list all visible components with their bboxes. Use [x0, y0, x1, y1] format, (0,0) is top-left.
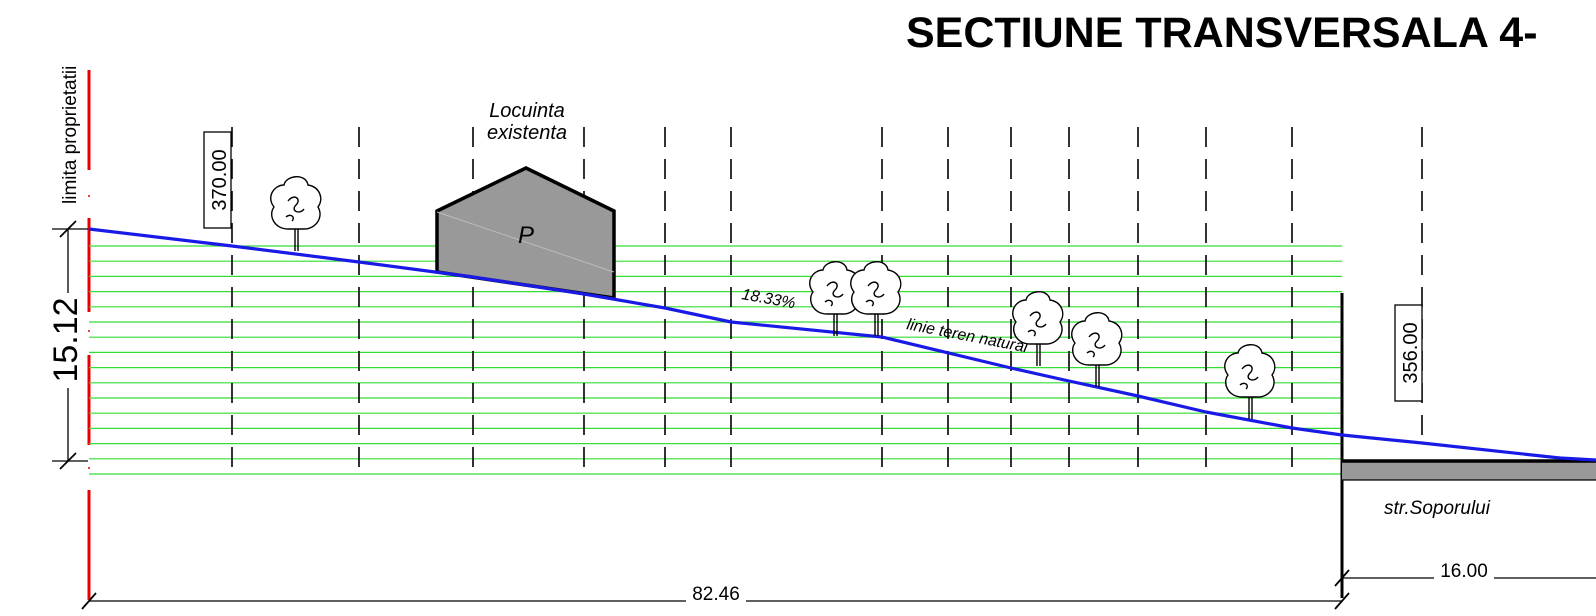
- ground-hatch: [89, 245, 1342, 475]
- elevation-box-left: [203, 131, 232, 229]
- elevation-box-right: [1394, 304, 1423, 402]
- elevation-right-value: 356.00: [1400, 322, 1422, 383]
- terrain-line: [88, 227, 1596, 462]
- road-dimension-value: 16.00: [1440, 561, 1488, 582]
- elevation-left-value: 370.00: [209, 149, 231, 210]
- existing-house: [435, 166, 616, 301]
- drawing-title: SECTIUNE TRANSVERSALA 4-: [906, 9, 1538, 57]
- height-dimension-value: 15.12: [47, 297, 85, 382]
- trees: [270, 176, 1276, 419]
- road-structure: [1340, 293, 1596, 598]
- house-label-line2: existenta: [487, 122, 567, 144]
- tree-icon: [1224, 344, 1276, 419]
- road-dimension-line: [1334, 569, 1596, 587]
- house-label-line1: Locuinta: [489, 100, 565, 122]
- length-dimension-line: [81, 592, 1350, 610]
- tree-icon: [850, 261, 902, 336]
- height-dimension-line: [52, 220, 88, 470]
- tree-icon: [1071, 312, 1123, 387]
- property-limit-label: limita proprietatii: [60, 66, 81, 204]
- road-label: str.Soporului: [1384, 498, 1491, 519]
- slope-label: 18.33%: [740, 286, 796, 312]
- house-code: P: [518, 222, 534, 249]
- tree-icon: [1012, 291, 1064, 366]
- tree-icon: [270, 176, 322, 251]
- length-dimension-value: 82.46: [692, 584, 740, 605]
